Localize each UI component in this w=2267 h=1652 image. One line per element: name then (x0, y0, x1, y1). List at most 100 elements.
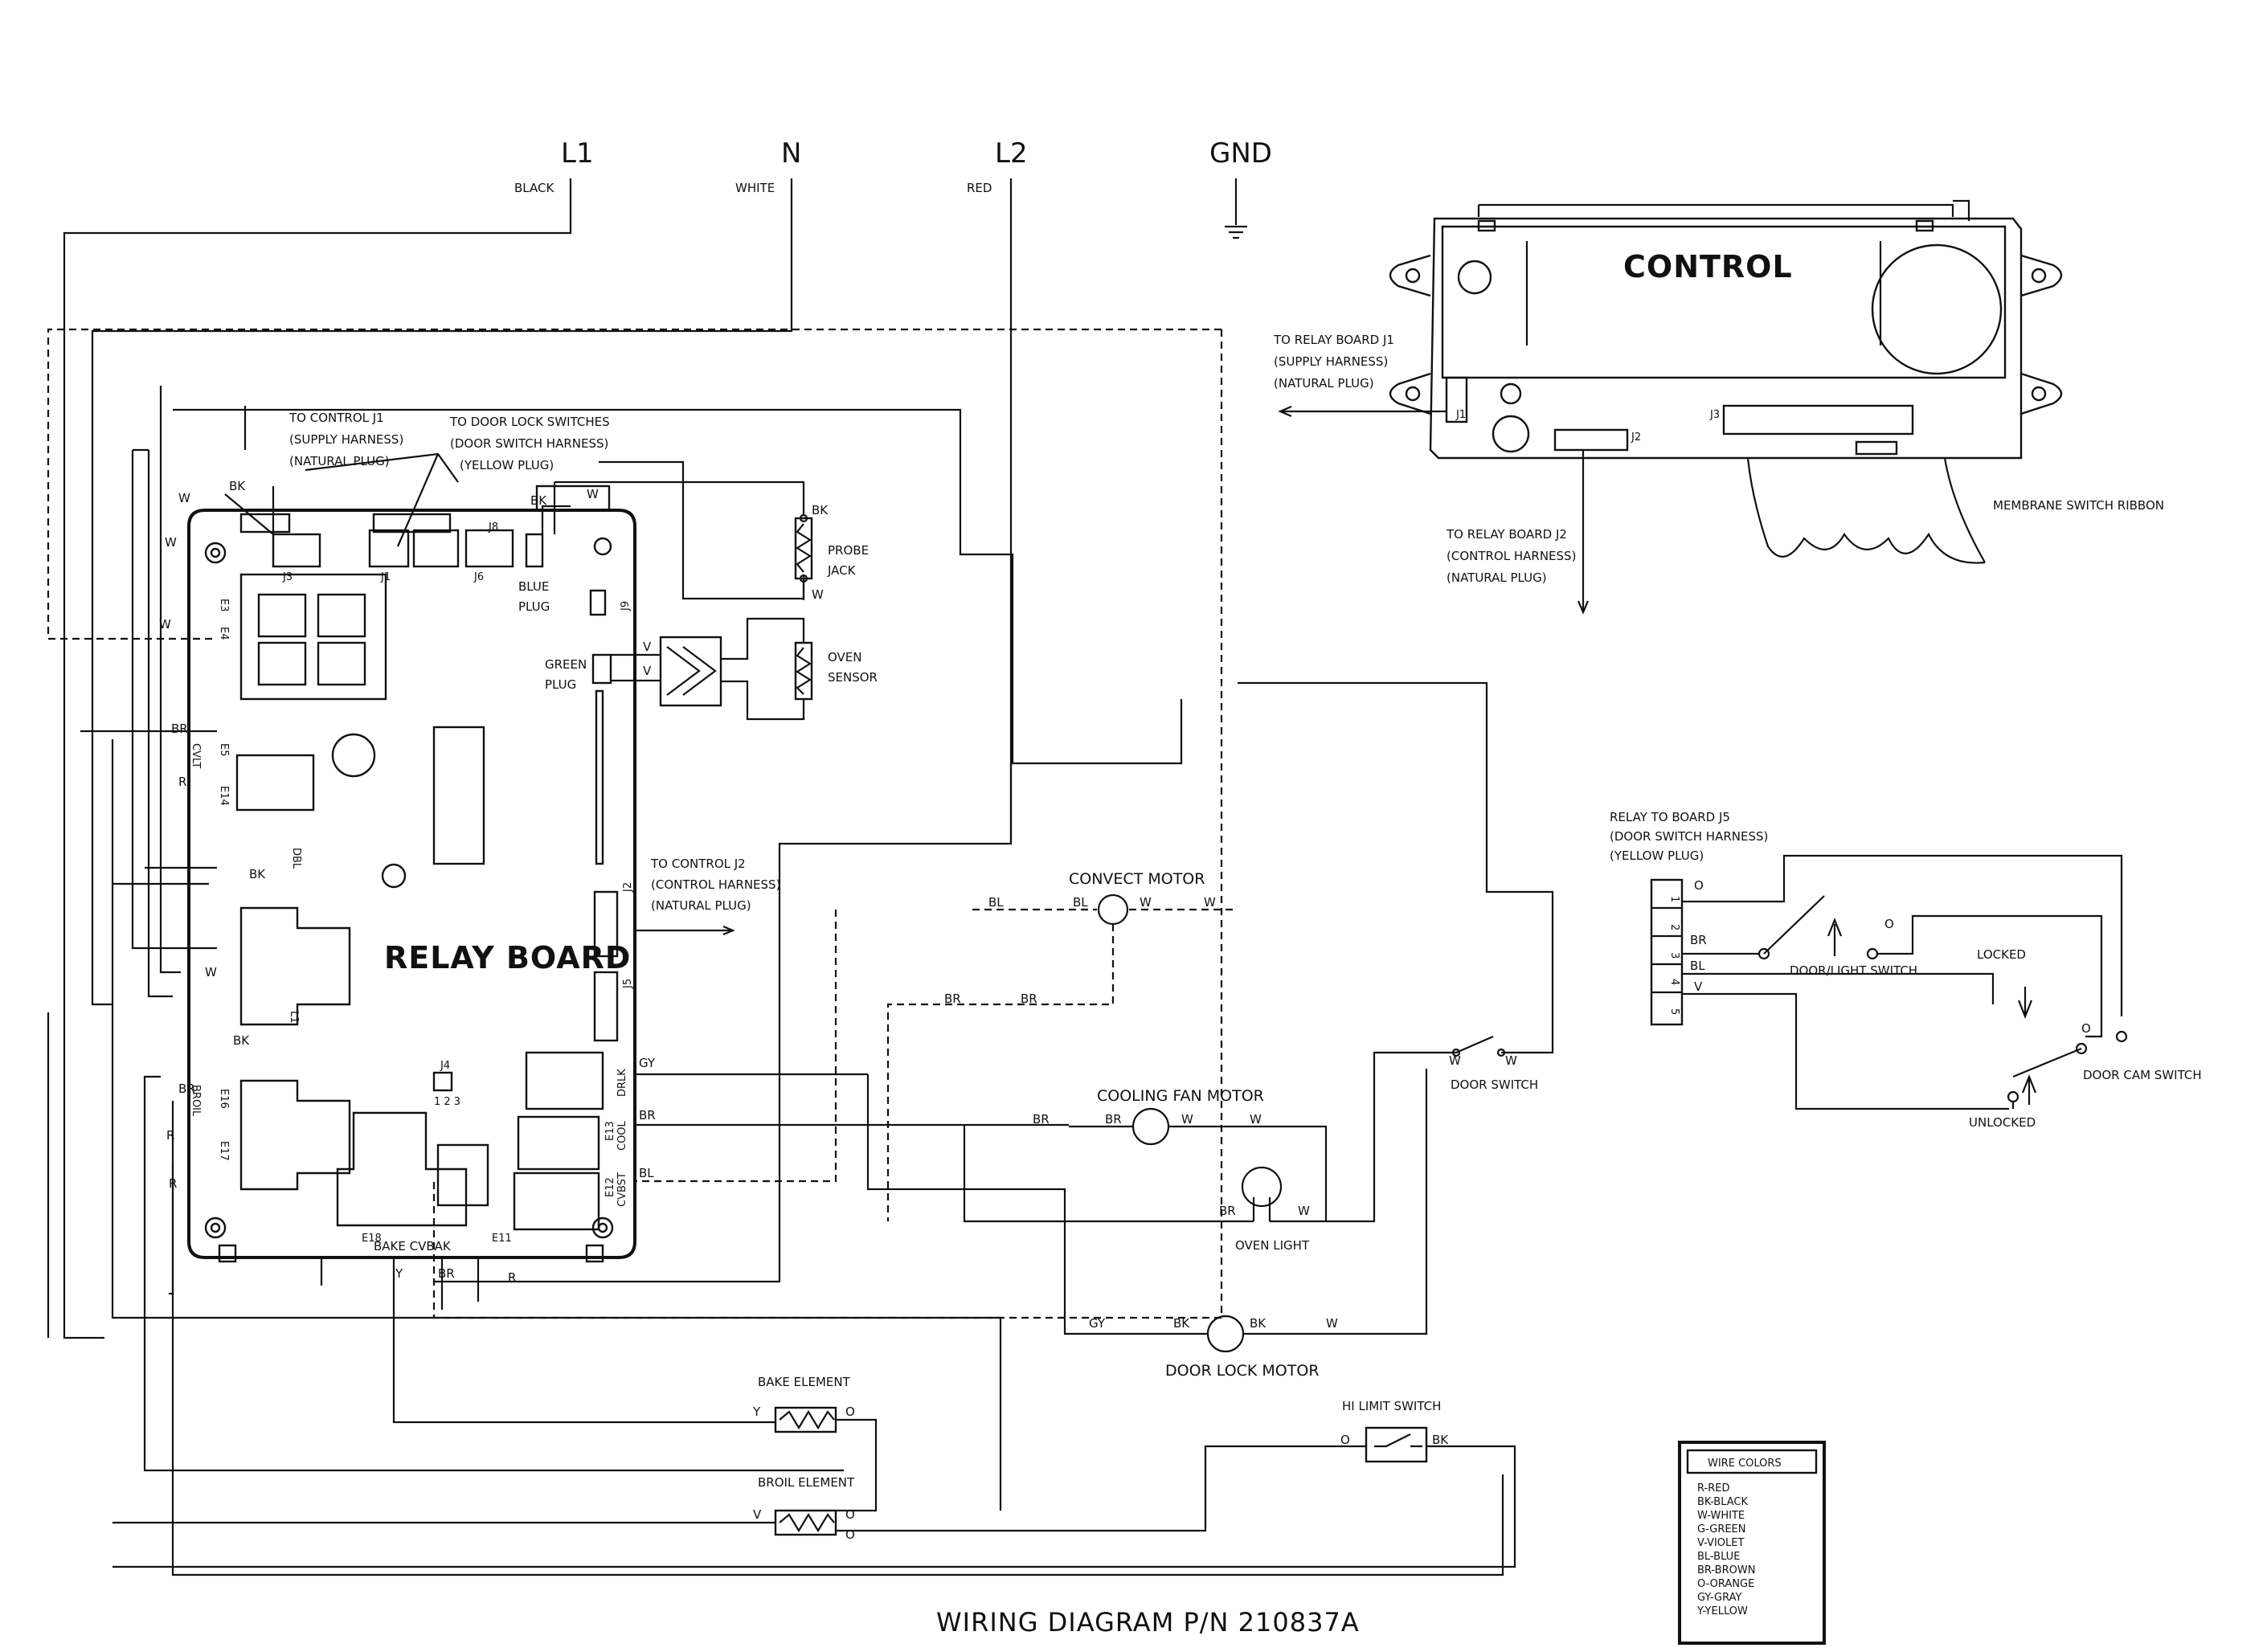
wl-bk-l1: BK (233, 1033, 250, 1048)
harness-pin-4: 4 (1668, 979, 1680, 985)
main-relay (239, 573, 387, 701)
wl-bk-dbl: BK (249, 867, 266, 881)
connector-j3 (272, 533, 321, 568)
chip (432, 726, 485, 865)
door-lock-motor-label: DOOR LOCK MOTOR (1165, 1362, 1320, 1380)
harness-header-1: RELAY TO BOARD J5 (1610, 810, 1730, 824)
l1-color-label: BLACK (514, 181, 554, 195)
ground-dashed-wire-2 (432, 329, 1223, 1319)
green-plug-label-2: PLUG (545, 677, 576, 692)
wire-color-entry-8: GY-GRAY (1697, 1592, 1741, 1604)
connector-j2 (593, 890, 619, 958)
wl-br-rb: BR (639, 1108, 656, 1122)
terminal-j8: J8 (488, 521, 498, 534)
oven-sensor-label-1: OVEN (828, 650, 862, 664)
bake-element-label: BAKE ELEMENT (758, 1375, 851, 1389)
wl-w-light: W (1298, 1204, 1310, 1218)
to-control-j1-note-1: TO CONTROL J1 (288, 411, 384, 425)
to-control-j2-note-3: (NATURAL PLUG) (651, 898, 751, 913)
wl-bk-probe: BK (812, 503, 829, 517)
terminal-j4: J4 (440, 1060, 450, 1072)
door-switch-label: DOOR SWITCH (1451, 1077, 1538, 1092)
relay-board: RELAY BOARD (187, 411, 780, 1263)
control-j1-note-1: TO RELAY BOARD J1 (1273, 333, 1394, 347)
wl-r-bake-rb: R (508, 1270, 516, 1285)
control-j3-pin: J3 (1709, 409, 1720, 421)
wire-color-entry-5: BL-BLUE (1697, 1551, 1740, 1563)
connector-j1 (368, 529, 410, 568)
l2-wire (434, 178, 1013, 1283)
wl-o-broil-2: O (845, 1527, 855, 1542)
control-title: CONTROL (1623, 249, 1793, 284)
control-j1-note-2: (SUPPLY HARNESS) (1274, 354, 1388, 369)
oven-sensor-label-2: SENSOR (828, 670, 878, 685)
cooling-fan-motor-icon (1131, 1107, 1170, 1146)
membrane-label: MEMBRANE SWITCH RIBBON (1993, 498, 2164, 513)
terminal-j1: J1 (380, 571, 391, 583)
harness-wl-bl: BL (1690, 959, 1705, 973)
wl-w-cm-2: W (1204, 895, 1216, 910)
terminal-broil: BROIL (190, 1085, 202, 1117)
l2-label: L2 (995, 137, 1028, 170)
wl-o-hilimit: O (1340, 1433, 1350, 1447)
terminal-cvlt: CVLT (190, 743, 202, 768)
terminal-j9: J9 (620, 601, 632, 611)
harness-pin-1: 1 (1668, 896, 1680, 902)
wl-br-bake-rb: BR (438, 1266, 455, 1281)
wl-bl-cm: BL (988, 895, 1004, 910)
wl-w-left-3: W (159, 617, 171, 632)
wl-w-ds: W (1449, 1053, 1461, 1068)
membrane-ribbon (1746, 457, 1986, 564)
terminal-e4: E4 (218, 627, 230, 640)
terminal-cvbst: CVBST (616, 1172, 628, 1207)
loads: CONVECT MOTOR COOLING FAN MOTOR OVEN LIG… (113, 479, 1554, 1568)
terminal-e14: E14 (218, 786, 230, 806)
wl-w-fan-2: W (1250, 1112, 1262, 1127)
wire-color-entry-2: W-WHITE (1697, 1510, 1745, 1522)
terminal-e18: E18 (362, 1233, 382, 1245)
terminal-e11: E11 (492, 1233, 512, 1245)
wl-r-left: R (178, 775, 186, 789)
wl-gy-dlm: GY (1089, 1316, 1106, 1331)
locked-label: LOCKED (1977, 947, 2026, 962)
harness-pin-2: 2 (1668, 924, 1680, 930)
n-wire (91, 178, 793, 1006)
convect-motor-icon (1097, 893, 1129, 926)
wl-br-fan-2: BR (1105, 1112, 1122, 1127)
harness-plug (1650, 878, 1684, 1026)
probe-jack-label-2: JACK (827, 563, 857, 578)
blue-plug-label-2: PLUG (518, 599, 550, 614)
bake-element-icon (774, 1406, 837, 1433)
harness-wl-br: BR (1690, 933, 1707, 947)
wl-bk-top: BK (530, 493, 547, 508)
wire-color-entry-4: V-VIOLET (1697, 1537, 1744, 1549)
relay-board-title: RELAY BOARD (384, 940, 631, 975)
terminal-bake-cvbak: BAKE CVBAK (374, 1239, 452, 1253)
connector-j5 (593, 971, 619, 1042)
wl-w-fan: W (1181, 1112, 1193, 1127)
wire-colors-title: WIRE COLORS (1708, 1458, 1782, 1470)
wire-color-entry-1: BK-BLACK (1697, 1496, 1749, 1508)
door-cam-switch-label: DOOR CAM SWITCH (2083, 1068, 2202, 1082)
harness-header-2: (DOOR SWITCH HARNESS) (1610, 829, 1768, 844)
wl-o-bake: O (845, 1405, 855, 1419)
connector-green (591, 653, 612, 685)
wl-w-top: W (587, 487, 599, 501)
l1-wire (63, 178, 572, 1339)
terminal-e5: E5 (218, 743, 230, 757)
terminal-j5: J5 (622, 979, 634, 989)
control-j1-note-3: (NATURAL PLUG) (1274, 376, 1374, 391)
wl-v-rb: V (643, 640, 652, 654)
terminal-cool: COOL (616, 1120, 628, 1151)
wl-br-cm-2: BR (1021, 992, 1037, 1006)
to-door-lock-note-3: (YELLOW PLUG) (460, 458, 554, 472)
wl-w-cm: W (1140, 895, 1152, 910)
wl-bl-cm-2: BL (1073, 895, 1088, 910)
hi-limit-switch-label: HI LIMIT SWITCH (1342, 1399, 1441, 1413)
power-supply: L1 BLACK N WHITE L2 RED GND (47, 137, 1272, 1339)
terminal-e3: E3 (218, 599, 230, 612)
wl-v-broil: V (753, 1507, 762, 1522)
connector-blue (525, 533, 544, 568)
wire-color-entry-6: BR-BROWN (1697, 1564, 1755, 1576)
